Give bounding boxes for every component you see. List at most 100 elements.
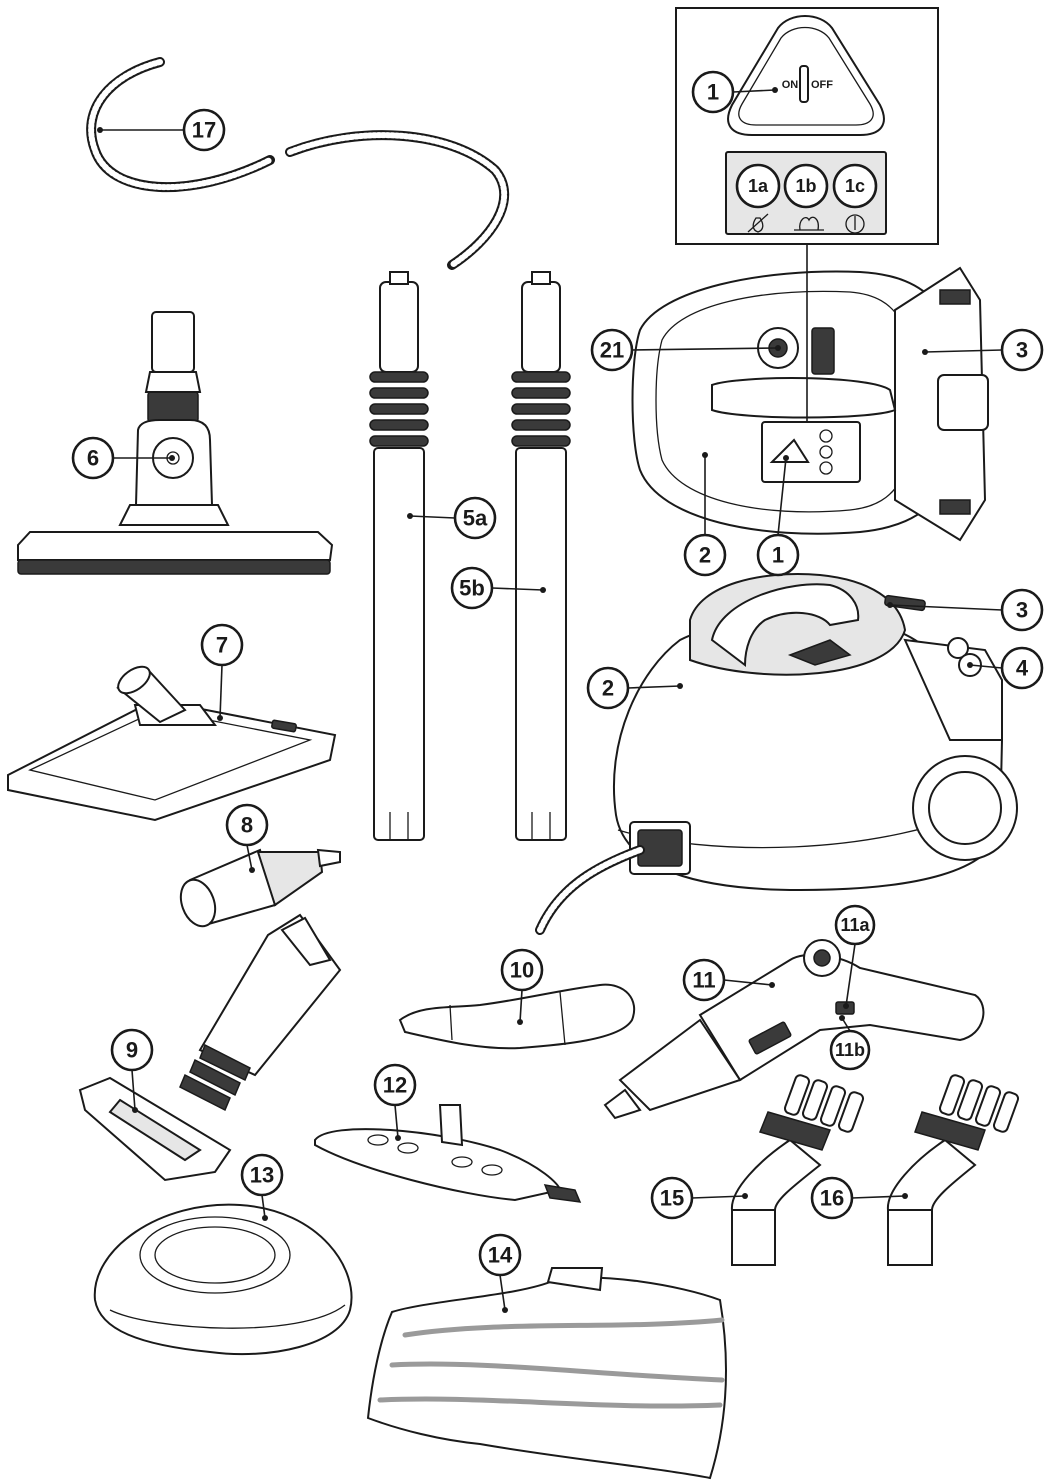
leader-dot [262,1215,268,1221]
callout-label: 12 [383,1073,407,1098]
callout-circle [691,70,735,114]
callout-label: 2 [699,543,711,568]
leader-dot [517,1019,523,1025]
callout-circle [225,803,269,847]
callout-circle [110,1028,154,1072]
callout-12: 12 [373,1063,417,1141]
callout-14: 14 [478,1233,522,1313]
callout-circle [500,948,544,992]
leader-line [499,1274,506,1311]
leader-dot [407,513,413,519]
power-icon [845,214,865,234]
callout-label: 7 [216,633,228,658]
callout-9: 9 [110,1028,154,1113]
callout-21: 21 [590,328,781,372]
callout-circle [453,496,497,540]
callout-label: 9 [126,1038,138,1063]
microfibre-pad-part [366,1267,727,1480]
leader-dot [502,1307,508,1313]
leader-line [219,664,223,719]
callout-circle [1000,646,1044,690]
callout-circle [1000,588,1044,632]
extension-tube-5b-part [511,271,571,841]
callout-10: 10 [500,948,544,1025]
callout-circle [756,533,800,577]
callout-circle [834,904,876,946]
brush-16-part [886,1074,1020,1266]
callout-circle [735,163,781,209]
leader-line [889,604,1003,611]
leader-line [409,515,456,519]
steamer-top-view-part [631,266,989,542]
callout-13: 13 [240,1153,284,1221]
leader-line [519,989,523,1023]
callout-circle [450,566,494,610]
leader-dot [922,349,928,355]
leader-line [845,943,856,1007]
leader-dot [839,1015,845,1021]
callout-label: 11b [835,1040,865,1060]
leader-line [924,349,1003,353]
leader-line [969,664,1003,669]
callout-circle [590,328,634,372]
callout-label: 1a [748,176,769,196]
callout-label: 15 [660,1186,684,1211]
leader-line [131,1069,136,1111]
callout-3-top: 3 [922,328,1044,372]
steamer-side-view-part [612,573,1018,892]
hose-bend-part [398,983,636,1050]
callout-label: 11 [692,968,715,993]
callout-6: 6 [71,436,175,480]
callout-circle [1000,328,1044,372]
leader-dot [902,1193,908,1199]
callout-label: 14 [488,1243,513,1268]
leader-line [261,1194,266,1219]
callout-label: 3 [1016,598,1028,623]
window-tool-part [78,913,342,1182]
leader-line [732,89,776,93]
callout-label: 1 [707,80,719,105]
power-switch-knob [799,65,809,103]
callout-label: 5b [459,576,485,601]
callout-label: 1b [795,176,816,196]
callout-label: 4 [1016,656,1029,681]
leader-dot [217,715,223,721]
callout-label: 21 [600,338,624,363]
leader-dot [132,1107,138,1113]
switch-off-label: OFF [811,79,833,91]
leader-dot [783,455,789,461]
callout-label: 11a [840,915,870,935]
callout-1c: 1c [832,163,878,209]
leader-line [631,347,779,351]
callout-circle [650,1176,694,1220]
callout-label: 3 [1016,338,1028,363]
callout-label: 5a [463,506,488,531]
callout-7: 7 [200,623,244,721]
callout-label: 2 [602,676,614,701]
extension-tube-5a-part [369,271,429,841]
callout-circle [586,666,630,710]
steam-hose-part [535,845,645,935]
leader-dot [677,683,683,689]
callout-1b: 1b [783,163,829,209]
callout-circle [240,1153,284,1197]
leader-line [627,685,681,689]
leader-dot [540,587,546,593]
leader-dot [769,982,775,988]
callout-5b: 5b [450,566,546,610]
leader-dot [887,602,893,608]
callout-circle [810,1176,854,1220]
callout-3: 3 [887,588,1044,632]
callout-1-top: 1 [756,455,800,577]
callout-circle [71,436,115,480]
leader-dot [843,1003,849,1009]
callout-circle [683,533,727,577]
callout-circle [829,1029,871,1071]
callout-label: 8 [241,813,253,838]
leader-dot [169,455,175,461]
flexible-hose-part [86,57,510,270]
callout-11: 11 [682,958,775,1002]
steam-icon [794,216,824,231]
callout-17: 17 [97,108,226,152]
